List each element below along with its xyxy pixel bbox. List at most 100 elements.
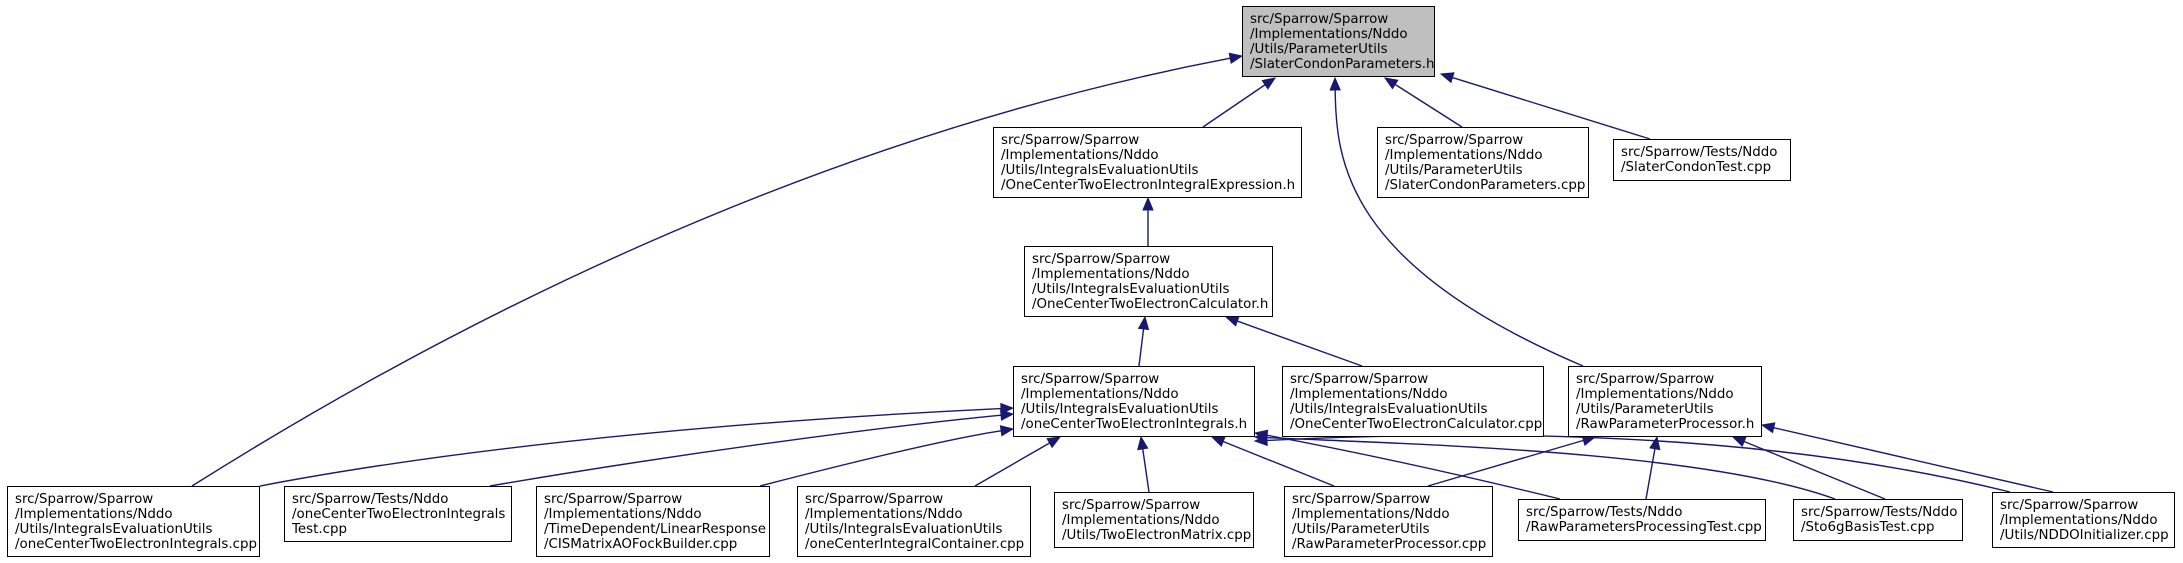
node-text-line: /Implementations/Nddo: [1292, 507, 1450, 522]
node-text-line: /CISMatrixAOFockBuilder.cpp: [544, 537, 738, 552]
edge-line: [191, 57, 1231, 487]
arrowhead-icon: [1261, 77, 1277, 90]
node-rawparameterprocessor-cpp[interactable]: src/Sparrow/Sparrow /Implementations/Ndd…: [1284, 486, 1493, 557]
edge-line: [974, 442, 1050, 487]
edge-line: [1427, 439, 1584, 487]
node-rawparameterprocessor-h[interactable]: src/Sparrow/Sparrow /Implementations/Ndd…: [1568, 366, 1762, 437]
edge-ocCalcCpp-to-ocCalcH: [1224, 315, 1363, 367]
node-text-line: src/Sparrow/Sparrow: [1292, 492, 1431, 507]
arrowhead-icon: [1137, 435, 1149, 451]
node-sto6gbasistest-cpp[interactable]: src/Sparrow/Tests/Nddo /Sto6gBasisTest.c…: [1793, 499, 1963, 541]
arrowhead-icon: [1224, 315, 1240, 327]
edge-ocCalcH-to-ocExpr: [1142, 196, 1154, 246]
node-text-line: /Implementations/Nddo: [805, 507, 963, 522]
edge-line: [1138, 328, 1145, 367]
node-text-line: /oneCenterTwoElectronIntegrals: [292, 507, 506, 522]
arrowhead-icon: [1439, 72, 1455, 84]
node-text-line: /Utils/IntegralsEvaluationUtils: [1032, 282, 1230, 297]
edge-rppCpp-to-rppH: [1427, 435, 1597, 487]
node-rawparametersprocessingtest-cpp[interactable]: src/Sparrow/Tests/Nddo /RawParametersPro…: [1518, 499, 1766, 541]
edge-teMatrix-to-ocIntH: [1137, 435, 1150, 493]
node-text-line: /OneCenterTwoElectronIntegralExpression.…: [1001, 178, 1296, 193]
node-text-line: /Utils/TwoElectronMatrix.cpp: [1062, 528, 1252, 543]
node-text-line: /Implementations/Nddo: [1032, 267, 1190, 282]
edge-ocIntTest-to-ocIntH: [489, 409, 1015, 487]
node-text-line: /Utils/NDDOInitializer.cpp: [2000, 528, 2169, 543]
node-text-line: /SlaterCondonParameters.h: [1250, 57, 1435, 72]
node-onecentertwoelectronintegrals-h[interactable]: src/Sparrow/Sparrow /Implementations/Ndd…: [1013, 366, 1255, 437]
edge-line: [1645, 448, 1656, 500]
node-text-line: /RawParametersProcessingTest.cpp: [1526, 520, 1762, 535]
node-text-line: /Implementations/Nddo: [15, 507, 173, 522]
edge-line: [1394, 83, 1463, 128]
edge-nddoInit-to-rppH: [1760, 422, 2054, 493]
node-text-line: src/Sparrow/Sparrow: [1250, 12, 1389, 27]
node-text-line: /oneCenterIntegralContainer.cpp: [805, 537, 1025, 552]
arrowhead-icon: [1383, 77, 1399, 90]
node-text-line: /Utils/ParameterUtils: [1576, 402, 1714, 417]
arrowhead-icon: [1142, 196, 1154, 211]
node-text-line: Test.cpp: [292, 522, 347, 537]
node-text-line: /Utils/IntegralsEvaluationUtils: [1001, 163, 1199, 178]
node-onecentertwoelectroncalculator-cpp[interactable]: src/Sparrow/Sparrow /Implementations/Ndd…: [1282, 366, 1544, 437]
node-onecentertwoelectronintegralstest-cpp[interactable]: src/Sparrow/Tests/Nddo /oneCenterTwoElec…: [284, 486, 512, 542]
node-slatercondontest-cpp[interactable]: src/Sparrow/Tests/Nddo /SlaterCondonTest…: [1613, 139, 1791, 181]
node-text-line: /Implementations/Nddo: [1576, 387, 1734, 402]
arrowhead-icon: [1581, 435, 1597, 447]
node-text-line: src/Sparrow/Tests/Nddo: [1801, 505, 1958, 520]
node-text-line: src/Sparrow/Sparrow: [1385, 133, 1524, 148]
node-text-line: /Utils/IntegralsEvaluationUtils: [15, 522, 213, 537]
edge-line: [1237, 320, 1363, 367]
node-text-line: src/Sparrow/Sparrow: [1062, 498, 1201, 513]
node-onecenterintegralcontainer-cpp[interactable]: src/Sparrow/Sparrow /Implementations/Ndd…: [797, 486, 1031, 557]
node-onecentertwoelectroncalculator-h[interactable]: src/Sparrow/Sparrow /Implementations/Ndd…: [1024, 246, 1273, 317]
node-onecentertwoelectronintegrals-cpp[interactable]: src/Sparrow/Sparrow /Implementations/Ndd…: [7, 486, 260, 557]
node-text-line: /Implementations/Nddo: [1250, 27, 1408, 42]
edge-line: [259, 407, 1002, 487]
node-onecentertwoelectronintegralexpression-h[interactable]: src/Sparrow/Sparrow /Implementations/Ndd…: [993, 127, 1302, 198]
edge-line: [1743, 440, 1886, 500]
node-cismatrixaofockbuilder-cpp[interactable]: src/Sparrow/Sparrow /Implementations/Ndd…: [536, 486, 770, 557]
node-text-line: src/Sparrow/Tests/Nddo: [292, 492, 449, 507]
edge-scpCpp-to-root: [1383, 77, 1463, 128]
node-text-line: src/Sparrow/Sparrow: [544, 492, 683, 507]
arrowhead-icon: [1731, 436, 1747, 448]
node-text-line: /Implementations/Nddo: [1385, 148, 1543, 163]
node-text-line: src/Sparrow/Sparrow: [2000, 498, 2139, 513]
node-text-line: /Implementations/Nddo: [1001, 148, 1159, 163]
edge-line: [489, 414, 1002, 487]
edge-rppTest-to-rppH: [1645, 435, 1661, 500]
node-text-line: /SlaterCondonParameters.cpp: [1385, 178, 1586, 193]
arrowhead-icon: [1329, 76, 1341, 91]
node-text-line: src/Sparrow/Sparrow: [1001, 133, 1140, 148]
node-text-line: /Utils/IntegralsEvaluationUtils: [1021, 402, 1219, 417]
edge-line: [1222, 440, 1335, 487]
edge-ocIntCpp-to-ocIntH: [259, 402, 1015, 487]
edge-ocIntCpp-to-root: [191, 52, 1244, 487]
node-text-line: /oneCenterTwoElectronIntegrals.cpp: [15, 537, 257, 552]
node-text-line: src/Sparrow/Tests/Nddo: [1526, 505, 1683, 520]
edge-scTest-to-root: [1439, 72, 1651, 140]
node-text-line: /OneCenterTwoElectronCalculator.h: [1032, 297, 1269, 312]
arrowhead-icon: [1760, 422, 1776, 434]
edge-line: [1773, 427, 2054, 493]
node-text-line: /Utils/ParameterUtils: [1385, 163, 1523, 178]
edge-line: [759, 430, 1002, 487]
node-slatercondonparameters-cpp[interactable]: src/Sparrow/Sparrow /Implementations/Ndd…: [1377, 127, 1589, 198]
node-text-line: /Implementations/Nddo: [1290, 387, 1448, 402]
edge-nddoInit-to-ocIntH: [1253, 434, 2011, 493]
node-text-line: /oneCenterTwoElectronIntegrals.h: [1021, 417, 1248, 432]
node-text-line: /Implementations/Nddo: [2000, 513, 2158, 528]
edge-line: [1452, 76, 1651, 140]
node-text-line: src/Sparrow/Sparrow: [1021, 372, 1160, 387]
edge-sto6g-to-rppH: [1731, 436, 1886, 500]
edge-line: [1202, 84, 1266, 128]
node-text-line: src/Sparrow/Sparrow: [1576, 372, 1715, 387]
node-text-line: /Sto6gBasisTest.cpp: [1801, 520, 1935, 535]
node-text-line: /TimeDependent/LinearResponse: [544, 522, 766, 537]
node-twoelectronmatrix-cpp[interactable]: src/Sparrow/Sparrow /Implementations/Ndd…: [1054, 492, 1254, 548]
node-nddoinitializer-cpp[interactable]: src/Sparrow/Sparrow /Implementations/Ndd…: [1992, 492, 2175, 548]
edge-ocContainer-to-ocIntH: [974, 436, 1062, 487]
node-text-line: /Implementations/Nddo: [544, 507, 702, 522]
